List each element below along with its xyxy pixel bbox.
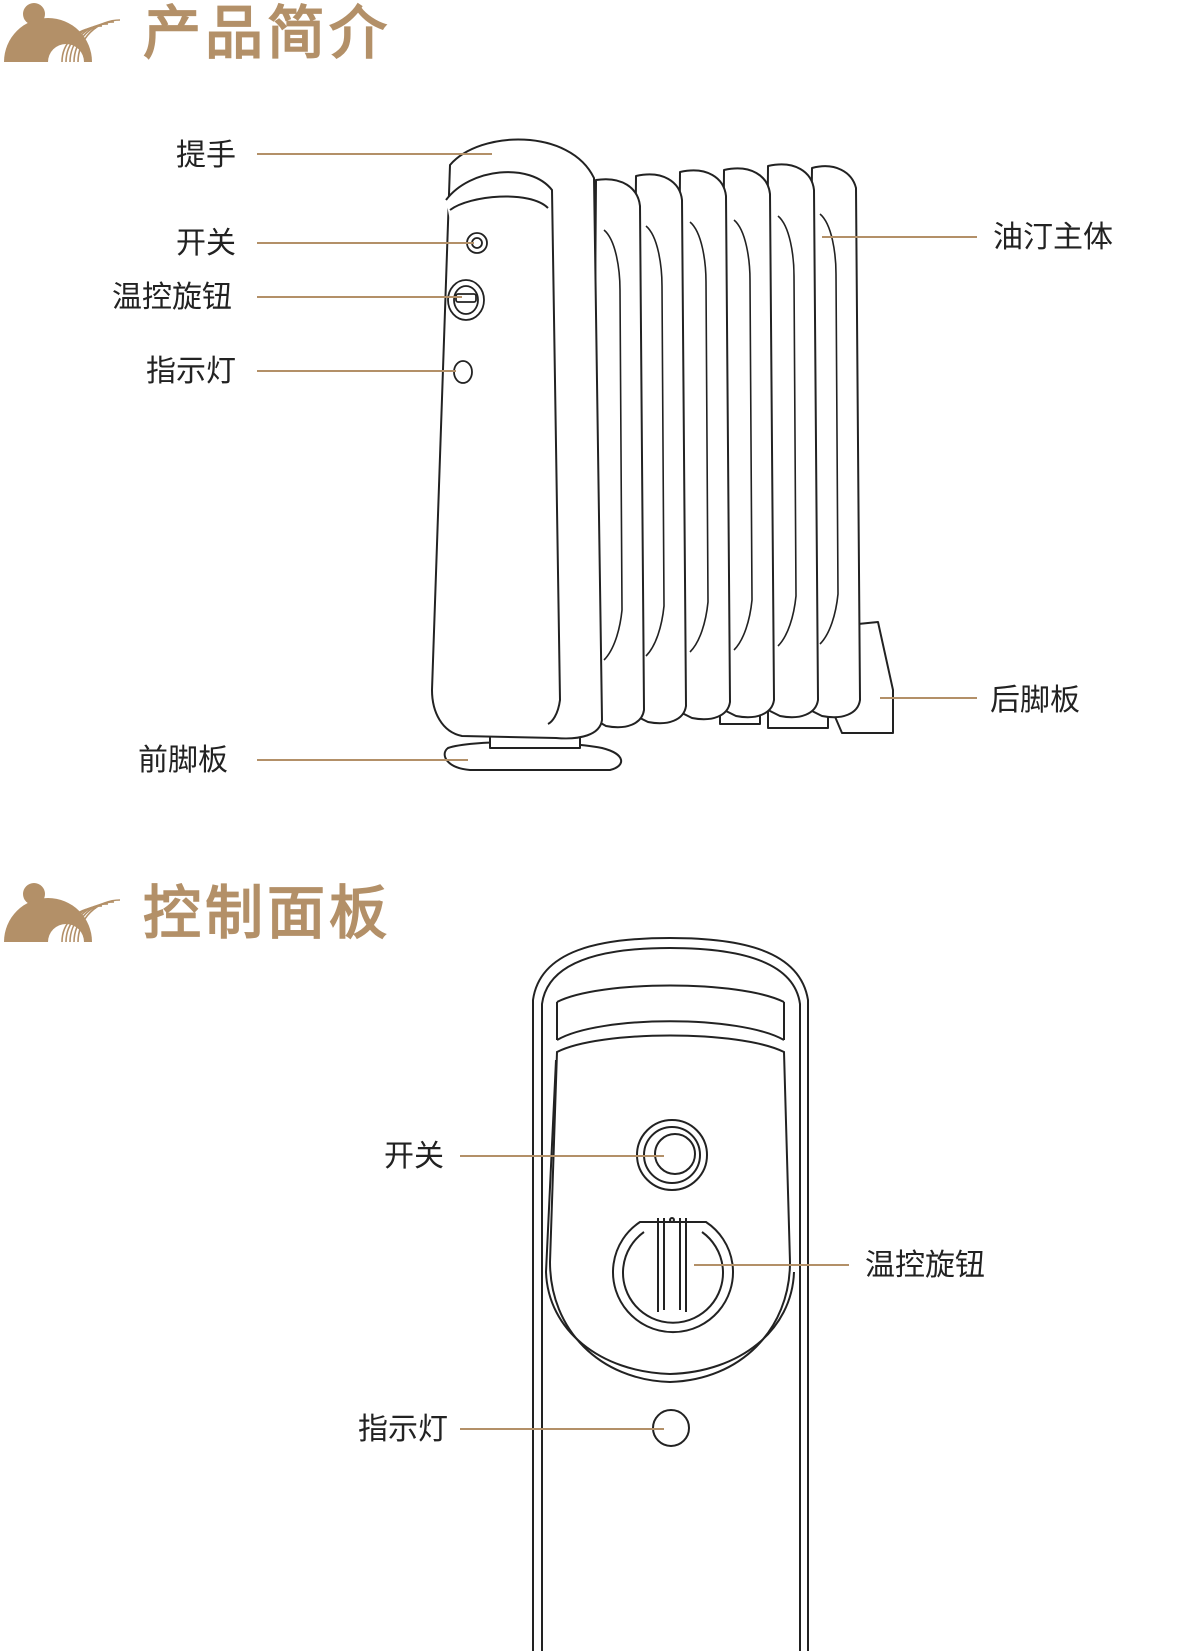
label-knob: 温控旋钮	[112, 280, 232, 315]
panel-label-knob: 温控旋钮	[865, 1248, 985, 1283]
label-handle: 提手	[176, 138, 236, 173]
indicator-shape	[453, 360, 473, 384]
control-panel-illustration	[0, 900, 1183, 1651]
panel-label-switch: 开关	[384, 1139, 444, 1174]
label-body: 油汀主体	[993, 220, 1113, 255]
panel-knob-shape	[612, 1221, 734, 1334]
heater-fins	[591, 163, 861, 729]
heater-illustration	[0, 0, 1183, 800]
label-indicator: 指示灯	[146, 354, 236, 389]
label-switch: 开关	[176, 226, 236, 261]
label-rear-foot: 后脚板	[990, 683, 1080, 718]
section-logo-icon	[4, 3, 121, 63]
section-logo-icon	[4, 883, 121, 943]
section-title-panel: 控制面板	[143, 879, 392, 947]
panel-label-indicator: 指示灯	[358, 1412, 448, 1447]
label-front-foot: 前脚板	[138, 743, 228, 778]
section-title-intro: 产品简介	[143, 0, 392, 67]
